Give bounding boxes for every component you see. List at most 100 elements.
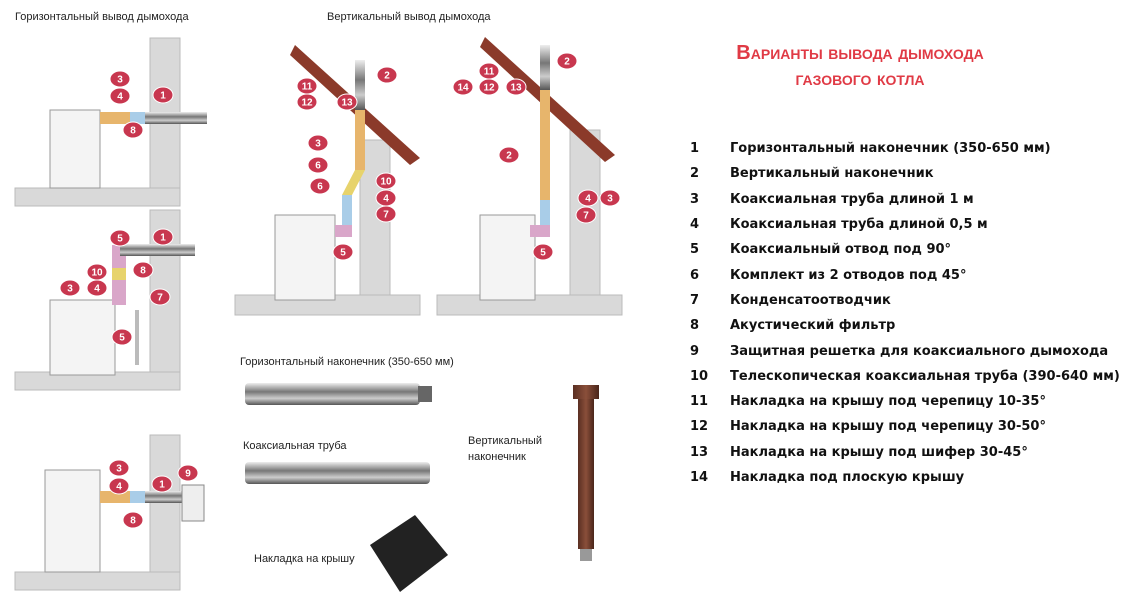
legend-text: Вертикальный наконечник	[730, 166, 934, 182]
legend-number: 11	[690, 394, 709, 410]
badge-number: 3	[67, 284, 73, 295]
badge-number: 4	[116, 482, 122, 493]
legend-text: Коаксиальная труба длиной 1 м	[730, 191, 974, 207]
callout-badge: 10	[375, 172, 397, 190]
legend-number: 8	[690, 318, 700, 334]
legend-number: 9	[690, 343, 700, 359]
legend-item: 10 Телескопическая коаксиальная труба (39…	[690, 364, 1120, 389]
legend-number: 3	[690, 191, 700, 207]
badge-number: 2	[564, 57, 570, 68]
legend-item: 13 Накладка на крышу под шифер 30-45°	[690, 440, 1120, 465]
callout-badge: 12	[478, 78, 500, 96]
roof-plate-product	[370, 515, 448, 592]
callout-badge: 5	[332, 243, 354, 261]
legend-text: Защитная решетка для коаксиального дымох…	[730, 343, 1109, 359]
callout-badge: 8	[122, 121, 144, 139]
badge-number: 7	[383, 210, 389, 221]
caption-vertical: Вертикальный вывод дымохода	[327, 11, 491, 23]
callout-badge: 7	[149, 288, 171, 306]
callout-badge: 13	[505, 78, 527, 96]
badge-number: 7	[157, 293, 163, 304]
legend-number: 13	[690, 444, 709, 460]
callout-badge: 1	[152, 86, 174, 104]
legend-number: 14	[690, 470, 709, 485]
legend-text: Накладка под плоскую крышу	[730, 470, 965, 485]
callout-badge: 3	[307, 134, 329, 152]
coax-pipe-product	[245, 462, 430, 484]
badge-number: 7	[583, 211, 589, 222]
legend-text: Комплект из 2 отводов под 45°	[730, 267, 967, 283]
legend-text: Накладка на крышу под черепицу 30-50°	[730, 419, 1046, 435]
legend-text: Коаксиальный отвод под 90°	[730, 242, 952, 258]
badge-number: 1	[160, 91, 166, 102]
badge-number: 6	[317, 182, 323, 193]
caption-vertical-tip-2: наконечник	[468, 451, 526, 463]
callout-badge: 9	[177, 464, 199, 482]
callout-badge: 4	[109, 87, 131, 105]
callout-badge: 4	[86, 279, 108, 297]
callout-badge: 3	[599, 189, 621, 207]
callout-badge: 3	[59, 279, 81, 297]
callout-badge: 6	[309, 177, 331, 195]
horizontal-diagram-3	[14, 434, 205, 591]
callout-badge: 4	[375, 189, 397, 207]
badge-number: 8	[130, 126, 136, 137]
page-title: Варианты вывода дымохода газового котла	[660, 40, 1060, 92]
callout-badge: 4	[108, 477, 130, 495]
legend-item: 5 Коаксиальный отвод под 90°	[690, 237, 1120, 262]
badge-number: 8	[130, 516, 136, 527]
legend-item: 7 Конденсатоотводчик	[690, 288, 1120, 313]
badge-number: 3	[607, 194, 613, 205]
badge-number: 8	[140, 266, 146, 277]
callout-badge: 2	[498, 146, 520, 164]
badge-number: 3	[315, 139, 321, 150]
badge-number: 14	[457, 83, 469, 94]
horizontal-diagram-1	[14, 37, 207, 207]
badge-number: 3	[116, 464, 122, 475]
badge-number: 2	[384, 71, 390, 82]
badge-number: 10	[91, 268, 103, 279]
badge-number: 12	[483, 83, 495, 94]
caption-roof-plate: Накладка на крышу	[254, 553, 355, 565]
callout-badge: 7	[575, 206, 597, 224]
callout-badge: 8	[122, 511, 144, 529]
badge-number: 12	[301, 98, 313, 109]
legend-number: 1	[690, 141, 700, 157]
callout-badge: 5	[532, 243, 554, 261]
badge-number: 2	[506, 151, 512, 162]
legend-text: Накладка на крышу под черепицу 10-35°	[730, 394, 1046, 410]
badge-number: 3	[117, 75, 123, 86]
badge-number: 13	[341, 98, 353, 109]
legend-number: 6	[690, 267, 700, 283]
vertical-tip-product	[573, 385, 599, 561]
title-line-1: Варианты вывода дымохода	[736, 42, 984, 64]
callout-badge: 1	[152, 228, 174, 246]
badge-number: 11	[302, 82, 313, 93]
callout-badge: 10	[86, 263, 108, 281]
legend-text: Коаксиальная труба длиной 0,5 м	[730, 217, 988, 233]
badge-number: 1	[160, 233, 166, 244]
badge-number: 4	[94, 284, 100, 295]
legend-text: Конденсатоотводчик	[730, 292, 891, 308]
callout-badge: 6	[307, 156, 329, 174]
badge-number: 5	[117, 234, 123, 245]
badge-number: 5	[119, 333, 125, 344]
badge-number: 4	[585, 194, 591, 205]
legend-number: 10	[690, 368, 709, 384]
legend-text: Накладка на крышу под шифер 30-45°	[730, 444, 1028, 460]
legend-number: 5	[690, 242, 700, 258]
badge-number: 4	[383, 194, 389, 205]
callout-badge: 1	[151, 475, 173, 493]
legend-item: 14 Накладка под плоскую крышу	[690, 465, 1120, 490]
legend-number: 7	[690, 292, 700, 308]
legend-text: Телескопическая коаксиальная труба (390-…	[730, 368, 1120, 384]
callout-badge: 5	[111, 328, 133, 346]
badge-number: 6	[315, 161, 321, 172]
callout-badge: 7	[375, 205, 397, 223]
callout-badge: 4	[577, 189, 599, 207]
